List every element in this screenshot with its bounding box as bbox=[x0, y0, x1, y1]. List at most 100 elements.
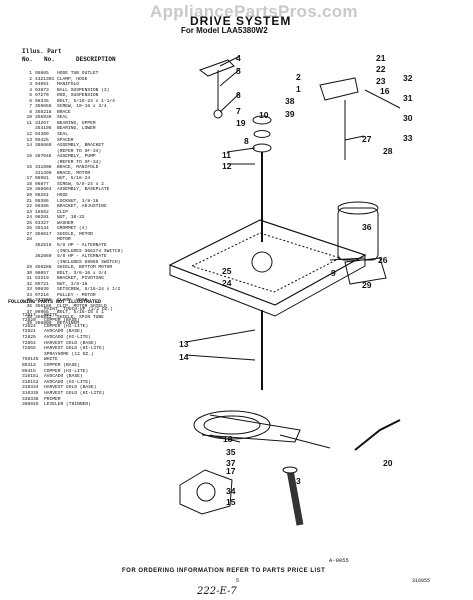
part-number: 93327 bbox=[35, 220, 49, 226]
callout-number: 20 bbox=[383, 458, 393, 468]
illus-number: 6 bbox=[29, 98, 32, 104]
part-description: HARVEST GOLD (BASE) bbox=[44, 340, 97, 346]
suspension-ball bbox=[213, 109, 223, 119]
touchup-row: SPRAYHOME (12 OZ.) bbox=[22, 352, 172, 358]
drain-hose bbox=[354, 419, 401, 451]
part-description: PAINT, TOUCH-UP (1/2 OZ.) bbox=[44, 307, 113, 312]
illus-number: 37 bbox=[26, 309, 32, 315]
callout-number: 19 bbox=[236, 118, 246, 128]
part-number: 331499 bbox=[35, 170, 52, 176]
callout-number: 17 bbox=[226, 466, 236, 476]
illus-number: 34 bbox=[26, 292, 32, 298]
callout-number: 30 bbox=[403, 113, 413, 123]
callout-number: 21 bbox=[376, 53, 386, 63]
part-number: 96386 bbox=[35, 204, 49, 210]
illus-number: 16 bbox=[26, 165, 32, 171]
drive-belt bbox=[201, 414, 301, 443]
illus-number: 21 bbox=[26, 198, 32, 204]
part-description: CLAMP, HOSE bbox=[57, 298, 88, 304]
part-number: 95721 bbox=[35, 281, 49, 287]
part-description: SHIELD, MOTOR bbox=[57, 231, 93, 237]
part-number: 356658 bbox=[35, 104, 52, 110]
illus-number: 32 bbox=[26, 281, 32, 287]
parts-row: (INCLUDES 89955 SWITCH) bbox=[22, 260, 180, 266]
motor bbox=[337, 207, 379, 261]
part-description: WHITE bbox=[44, 357, 58, 363]
part-number: 310335 bbox=[22, 390, 39, 396]
part-description: 5/8 HP - ALTERNATE bbox=[57, 254, 107, 260]
part-number: 95865 bbox=[35, 71, 49, 76]
callout-number: 8 bbox=[244, 136, 249, 146]
part-description: ASSEMBLY, BRACKET bbox=[57, 143, 104, 149]
callout-number: 12 bbox=[222, 161, 232, 171]
part-description: SHIELD, BOTTOM MOTOR bbox=[57, 265, 113, 271]
model-subtitle: For Model LAA5380W2 bbox=[181, 26, 268, 35]
callout-number: 6 bbox=[236, 90, 241, 100]
illus-number: 11 bbox=[26, 120, 32, 126]
part-description: ASSEMBLY, BASEPLATE bbox=[57, 187, 110, 193]
touchup-row: 89415 COPPER (HI-LITE) bbox=[22, 369, 172, 375]
part-number: 72824 bbox=[22, 323, 36, 329]
part-number: 96877 bbox=[35, 181, 49, 187]
callout-number: 4 bbox=[236, 53, 241, 63]
part-number: 93319 bbox=[35, 276, 49, 282]
callout-number: 37 bbox=[226, 458, 236, 468]
figure-code: A-0055 bbox=[329, 557, 349, 564]
drive-pulley-inner bbox=[203, 415, 261, 435]
part-description: RETAINER bbox=[57, 320, 80, 326]
part-number: 356809 bbox=[35, 320, 52, 326]
part-number: 356842 bbox=[35, 315, 52, 321]
part-number: 89415 bbox=[22, 368, 36, 374]
callout-number: 29 bbox=[362, 280, 372, 290]
part-number: 89413 bbox=[22, 362, 36, 368]
parts-row: (REFER TO SF-34) bbox=[22, 149, 180, 155]
part-description: NUT, 3/8-16 bbox=[57, 281, 88, 287]
ordering-footer: FOR ORDERING INFORMATION REFER TO PARTS … bbox=[122, 568, 326, 574]
part-description: BEARING, LOWER bbox=[57, 126, 96, 132]
callout-number: 38 bbox=[285, 96, 295, 106]
part-description: BEARING, UPPER bbox=[57, 120, 96, 126]
part-number: 72854 bbox=[22, 340, 36, 346]
callout-number: 33 bbox=[403, 133, 413, 143]
part-number: 354195 bbox=[35, 126, 52, 132]
part-description: WHITE bbox=[44, 312, 58, 318]
part-number: 93873 bbox=[35, 87, 49, 93]
leader-6 bbox=[219, 92, 241, 113]
illus-number: 20 bbox=[26, 193, 32, 199]
illus-number: 18 bbox=[26, 181, 32, 187]
part-description: PRIMER bbox=[44, 396, 61, 402]
illus-number: 25 bbox=[26, 220, 32, 226]
parts-row: 354195 BEARING, LOWER bbox=[22, 126, 180, 132]
callout-number: 31 bbox=[403, 93, 413, 103]
part-description: 5/8 HP - ALTERNATE bbox=[57, 242, 107, 248]
part-number: 372558 bbox=[35, 298, 52, 304]
baseplate-ribs bbox=[190, 232, 342, 293]
callout-number: 25 bbox=[222, 266, 232, 276]
part-number: 96981 bbox=[35, 176, 49, 182]
callout-number: 32 bbox=[403, 73, 413, 83]
illus-number: 19 bbox=[26, 187, 32, 193]
part-description: COPPER (HI-LITE) bbox=[44, 368, 89, 374]
part-description: HARVEST GOLD (HI-LITE) bbox=[44, 346, 105, 352]
watermark: AppliancePartsPros.com bbox=[150, 2, 358, 21]
part-description: BRACKET, PIVOTING bbox=[57, 276, 104, 282]
header-partno: No. bbox=[44, 56, 55, 63]
part-description: SHIELD, SPIN TUBE bbox=[57, 315, 104, 321]
part-description: AVOCADO (BASE) bbox=[44, 374, 83, 380]
header-illus: Illus. Part bbox=[22, 48, 62, 55]
